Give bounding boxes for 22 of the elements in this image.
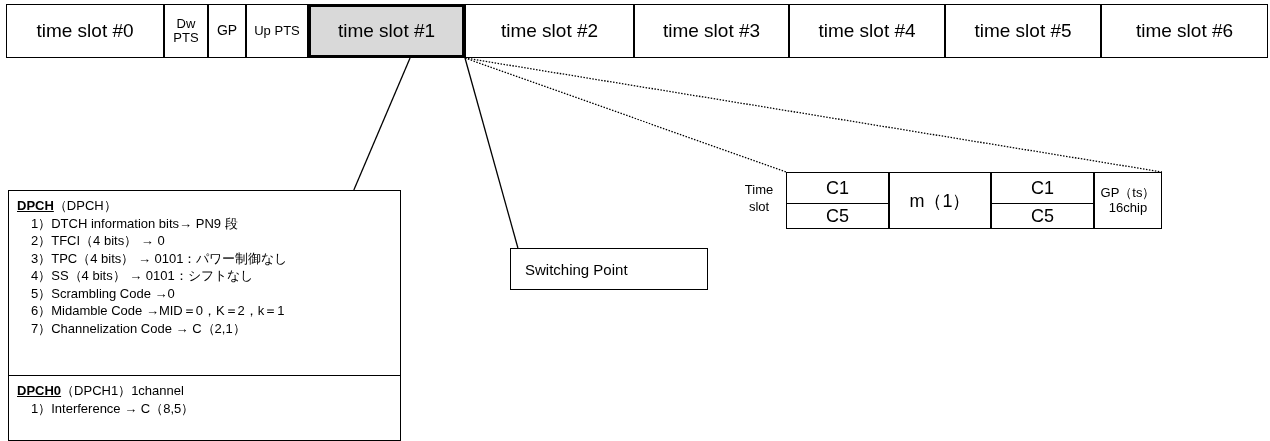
pilot-slot-box: Up PTS (246, 4, 308, 58)
time-slot-box: time slot #3 (634, 4, 789, 58)
code-box: C5 (991, 203, 1094, 229)
time-slot-box: time slot #6 (1101, 4, 1268, 58)
axis-label: Time slot (743, 182, 775, 216)
code-box: C1 (786, 172, 889, 204)
time-slot-box: time slot #5 (945, 4, 1101, 58)
time-slot-box: time slot #2 (465, 4, 634, 58)
time-slot-box: time slot #0 (6, 4, 164, 58)
label-box: Switching Point (510, 248, 708, 290)
guard-period-box: GP (208, 4, 246, 58)
time-slot-box: time slot #4 (789, 4, 945, 58)
code-box: C5 (786, 203, 889, 229)
pilot-slot-box: Dw PTS (164, 4, 208, 58)
leader-line (353, 57, 411, 191)
parameter-box: DPCH0（DPCH1）1channel 1）Interference → C（8,5） (8, 375, 401, 441)
midamble-box: m（1） (889, 172, 991, 229)
code-box: C1 (991, 172, 1094, 204)
time-slot-box: time slot #1 (308, 4, 465, 58)
leader-line (464, 57, 519, 249)
parameter-box: DPCH（DPCH） 1）DTCH information bits→ PN9 段 2）TFCI（4 bits） → 0 3）TPC（4 bits） → 0101：パワー制御なし 4）SS（4 bits） → 0101：シフトなし 5）Scrambling Code →0 6）Midamble Code →MID＝0，K＝2，k＝1 7）Channelization Code → C（2,1） (8, 190, 401, 376)
guard-period-box: GP（ts） 16chip (1094, 172, 1162, 229)
